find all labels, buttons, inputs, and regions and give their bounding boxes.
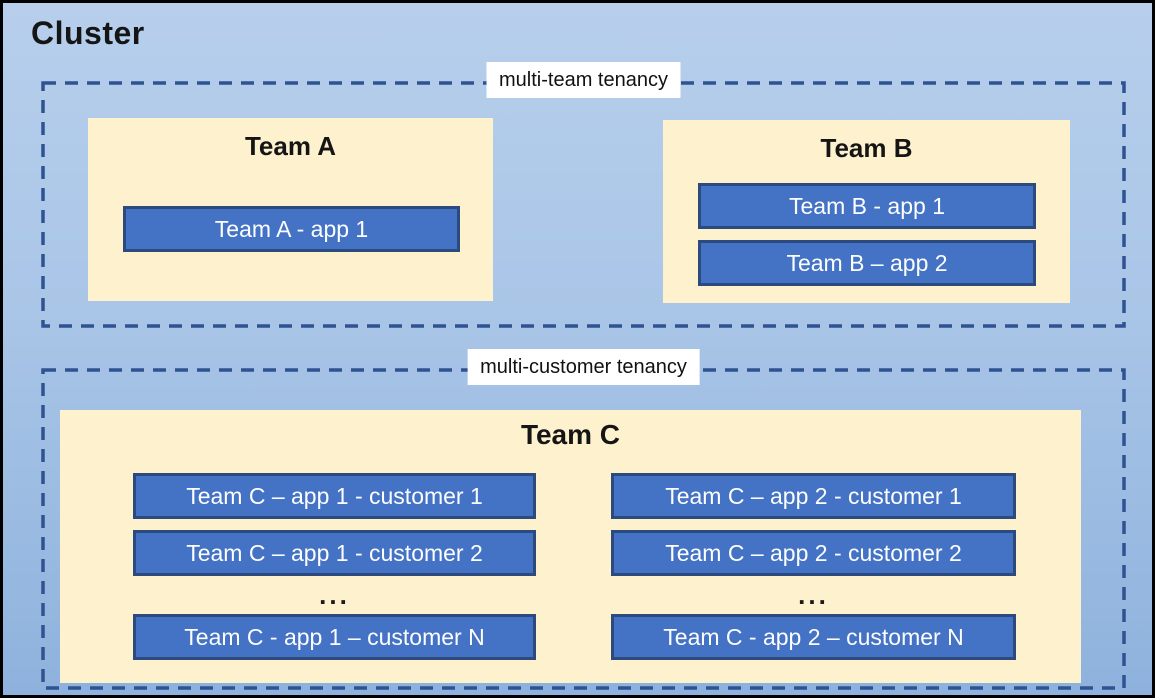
team-a-app-1-box: Team A - app 1 [123,206,460,252]
team-c-app2-customer1-box: Team C – app 2 - customer 1 [611,473,1016,519]
team-c-app2-column: Team C – app 2 - customer 1 Team C – app… [611,473,1016,660]
team-b-apps-stack: Team B - app 1 Team B – app 2 [698,183,1036,286]
team-c-app1-column: Team C – app 1 - customer 1 Team C – app… [133,473,536,660]
team-c-app1-customer2-box: Team C – app 1 - customer 2 [133,530,536,576]
team-b-title: Team B [820,133,913,163]
team-c-app2-ellipsis: ... [798,580,829,610]
team-c-box: Team C Team C – app 1 - customer 1 Team … [60,410,1081,683]
zone-label-multi-customer: multi-customer tenancy [467,349,700,385]
team-b-app-2-box: Team B – app 2 [698,240,1036,286]
team-c-app2-customer2-box: Team C – app 2 - customer 2 [611,530,1016,576]
team-b-box: Team B Team B - app 1 Team B – app 2 [663,120,1070,303]
team-c-app2-customerN-box: Team C - app 2 – customer N [611,614,1016,660]
team-b-app-1-box: Team B - app 1 [698,183,1036,229]
cluster-title: Cluster [31,15,145,51]
zone-multi-team: multi-team tenancy Team A Team A - app 1… [41,62,1126,328]
team-c-app1-customerN-box: Team C - app 1 – customer N [133,614,536,660]
zone-label-multi-team: multi-team tenancy [486,62,681,98]
team-c-title: Team C [520,419,621,450]
team-a-box: Team A Team A - app 1 [88,118,493,301]
team-c-app1-ellipsis: ... [319,580,350,610]
team-c-app1-customer1-box: Team C – app 1 - customer 1 [133,473,536,519]
team-a-title: Team A [244,131,337,161]
zone-multi-customer: multi-customer tenancy Team C Team C – a… [41,349,1126,690]
